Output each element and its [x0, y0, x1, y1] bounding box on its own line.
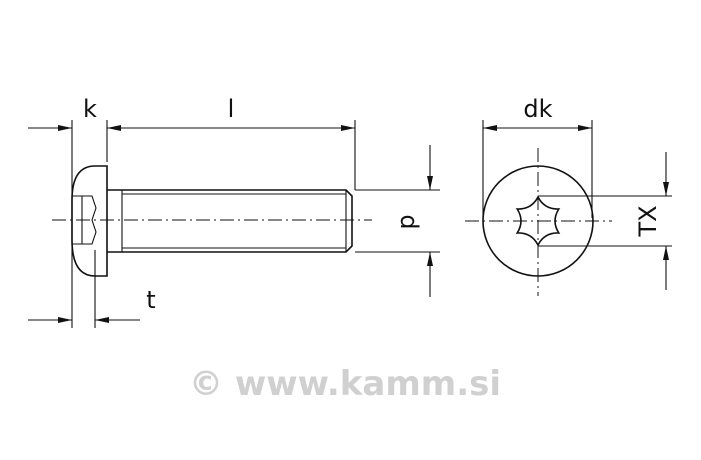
front-view: dk TX: [465, 95, 672, 296]
tx-label: TX: [634, 205, 662, 237]
screw-head: [71, 165, 108, 277]
k-label: k: [83, 95, 97, 123]
watermark: © www.kamm.si: [189, 364, 501, 404]
t-label: t: [146, 286, 155, 314]
extension-lines: [71, 120, 440, 328]
front-extension-lines: [482, 120, 672, 247]
side-view: k l t d: [28, 95, 440, 328]
l-label: l: [228, 95, 235, 123]
thread-lines: [121, 190, 347, 252]
d-label: d: [395, 214, 423, 229]
dk-label: dk: [523, 95, 552, 123]
screw-shank: [107, 189, 353, 253]
